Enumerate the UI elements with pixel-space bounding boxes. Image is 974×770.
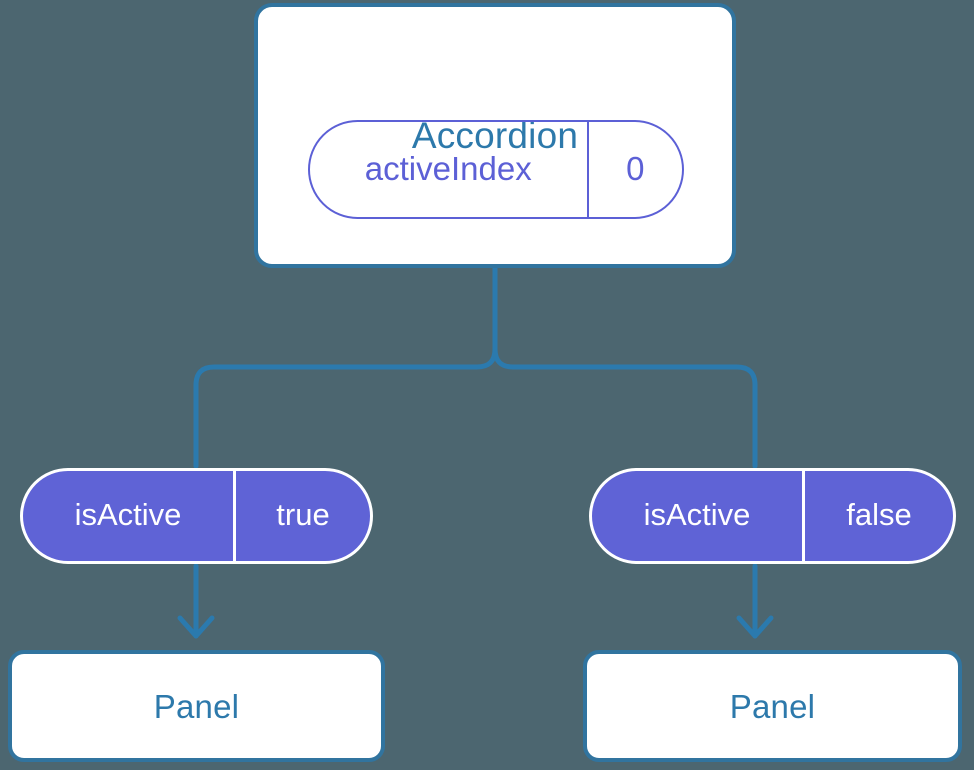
- prop-pill-left-is-active[interactable]: isActive true: [20, 468, 373, 564]
- state-pill-key: activeIndex: [310, 122, 589, 217]
- panel-component-card-right[interactable]: Panel: [583, 650, 962, 762]
- prop-pill-right-key: isActive: [592, 471, 805, 561]
- connector-left-branch: [193, 265, 498, 469]
- prop-pill-left-key: isActive: [23, 471, 236, 561]
- panel-component-card-left[interactable]: Panel: [8, 650, 385, 762]
- arrow-head-left-icon: [177, 615, 215, 639]
- arrow-head-right-icon: [736, 615, 774, 639]
- prop-pill-right-is-active[interactable]: isActive false: [589, 468, 956, 564]
- state-pill-active-index[interactable]: activeIndex 0: [308, 120, 684, 219]
- panel-title-right: Panel: [729, 687, 816, 725]
- prop-pill-left-value: true: [276, 497, 330, 532]
- prop-pill-right-value: false: [846, 497, 912, 532]
- state-pill-value: 0: [626, 149, 645, 187]
- connector-right-branch: [492, 265, 758, 469]
- panel-title-left: Panel: [153, 687, 240, 725]
